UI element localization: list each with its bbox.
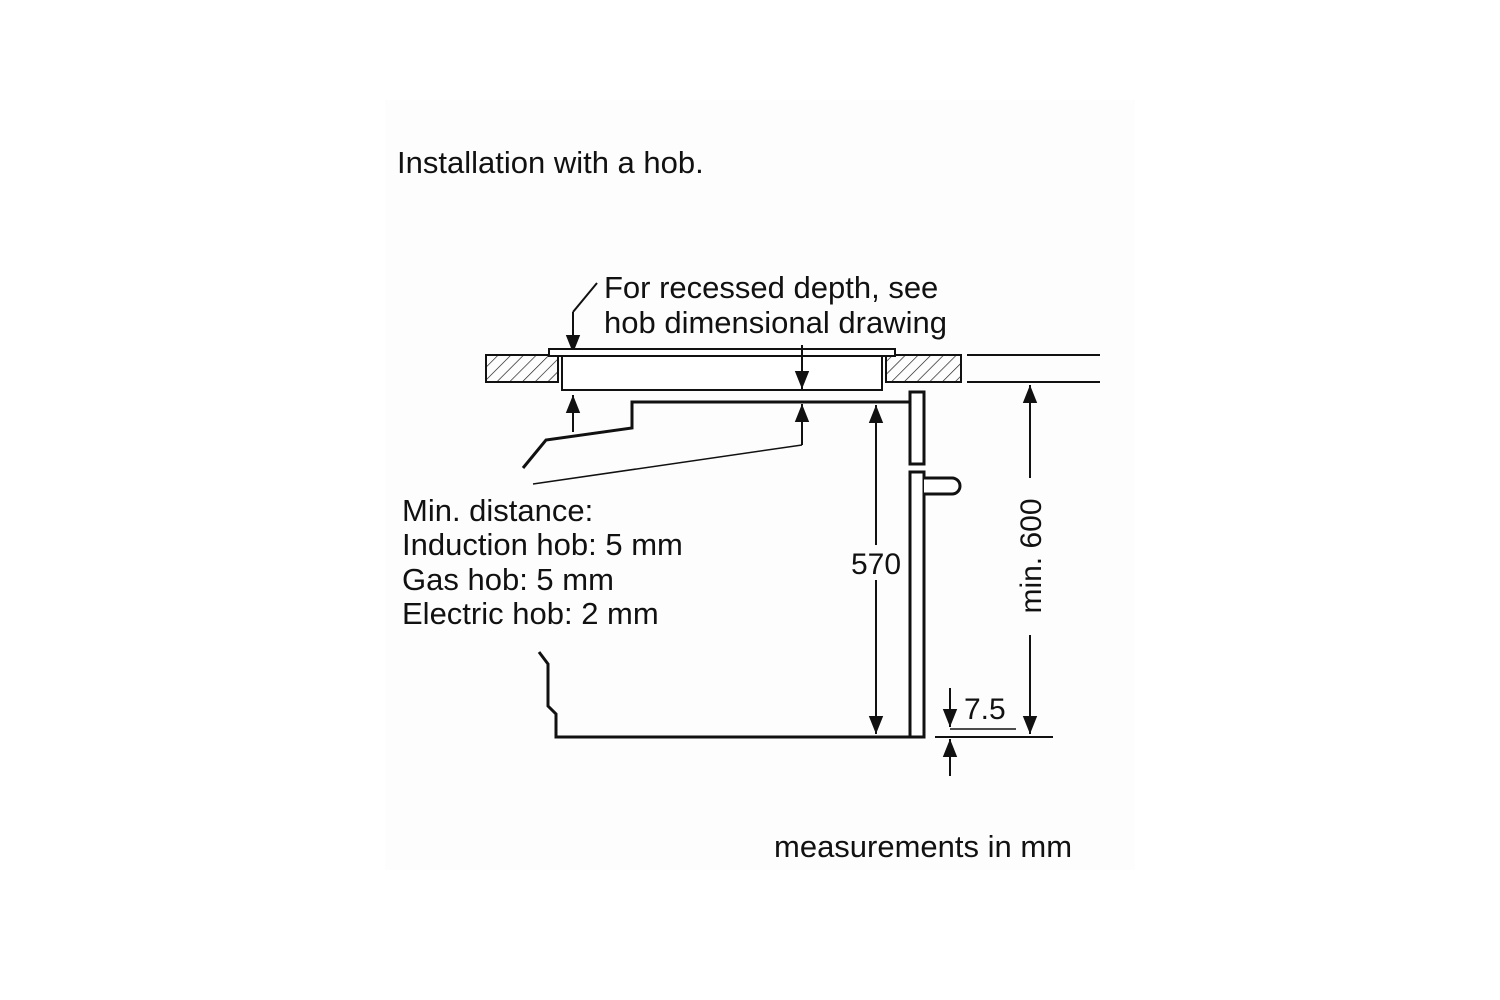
diagram-title: Installation with a hob.: [397, 145, 704, 180]
oven-height-dimension: 570: [851, 405, 901, 734]
measurements-footnote: measurements in mm: [774, 829, 1072, 864]
recess-note-line1: For recessed depth, see: [604, 270, 938, 305]
oven-bottom-profile: [537, 651, 910, 739]
cavity-height-dimension: min. 600: [1015, 385, 1048, 734]
hob: [548, 348, 896, 391]
clearance-arrows: [532, 345, 810, 485]
recessed-depth-note: For recessed depth, see hob dimensional …: [565, 270, 947, 353]
recess-note-line2: hob dimensional drawing: [604, 305, 947, 340]
oven-door-handle: [924, 476, 962, 496]
min-distance-gas: Gas hob: 5 mm: [402, 562, 614, 597]
worktop-left-section: [485, 354, 559, 383]
hob-glass-top: [548, 348, 896, 357]
offset-label: 7.5: [964, 693, 1006, 726]
min-distance-heading: Min. distance:: [402, 493, 593, 528]
oven-control-panel: [908, 390, 926, 466]
oven-door: [908, 470, 926, 739]
worktop-right-section: [885, 354, 962, 383]
diagram-panel: [385, 100, 1135, 870]
offset-dimension: 7.5: [935, 688, 1053, 776]
oven: [521, 390, 962, 739]
min-distance-induction: Induction hob: 5 mm: [402, 527, 683, 562]
oven-height-label: 570: [851, 548, 901, 581]
recess-leader-line: [572, 282, 598, 313]
cavity-height-label: min. 600: [1015, 498, 1048, 613]
oven-top-profile: [521, 400, 910, 469]
hob-body: [561, 355, 883, 391]
min-distance-notes: Min. distance: Induction hob: 5 mm Gas h…: [402, 493, 683, 631]
worktop: [485, 354, 1100, 383]
min-distance-leader-line: [532, 444, 803, 485]
min-distance-electric: Electric hob: 2 mm: [402, 596, 659, 631]
